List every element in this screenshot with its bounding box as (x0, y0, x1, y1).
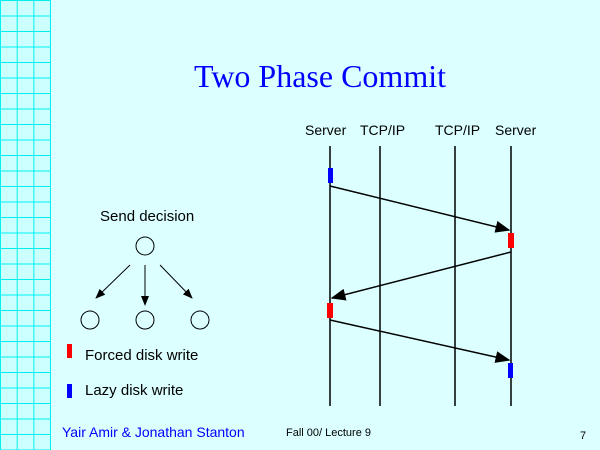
participant-node (135, 310, 155, 330)
slide-title: Two Phase Commit (194, 58, 446, 94)
forced-write-bar (327, 303, 333, 318)
coordinator-node (135, 236, 155, 256)
decorative-grid (0, 0, 51, 450)
column-label-server-right: Server (495, 122, 537, 138)
tree-arrow (95, 264, 131, 299)
legend-lazy-swatch (67, 384, 72, 398)
send-decision-label: Send decision (100, 208, 195, 225)
lecture-footer: Fall 00/ Lecture 9 (286, 427, 371, 439)
message-arrow (329, 319, 511, 363)
legend-forced-swatch (67, 344, 72, 358)
message-arrow (329, 185, 511, 233)
lazy-write-bar (328, 168, 333, 183)
legend-forced-label: Forced disk write (85, 347, 199, 364)
forced-write-bar (508, 233, 514, 248)
message-arrow (330, 251, 512, 301)
tree-arrow (159, 264, 193, 299)
column-label-server-left: Server (305, 122, 347, 138)
participant-node (190, 310, 210, 330)
column-label-tcpip-right: TCP/IP (435, 122, 481, 138)
legend-lazy-label: Lazy disk write (85, 382, 184, 399)
author-footer: Yair Amir & Jonathan Stanton (62, 424, 245, 440)
column-label-tcpip-left: TCP/IP (360, 122, 406, 138)
lazy-write-bar (508, 363, 513, 378)
page-number: 7 (580, 430, 587, 442)
participant-node (80, 310, 100, 330)
